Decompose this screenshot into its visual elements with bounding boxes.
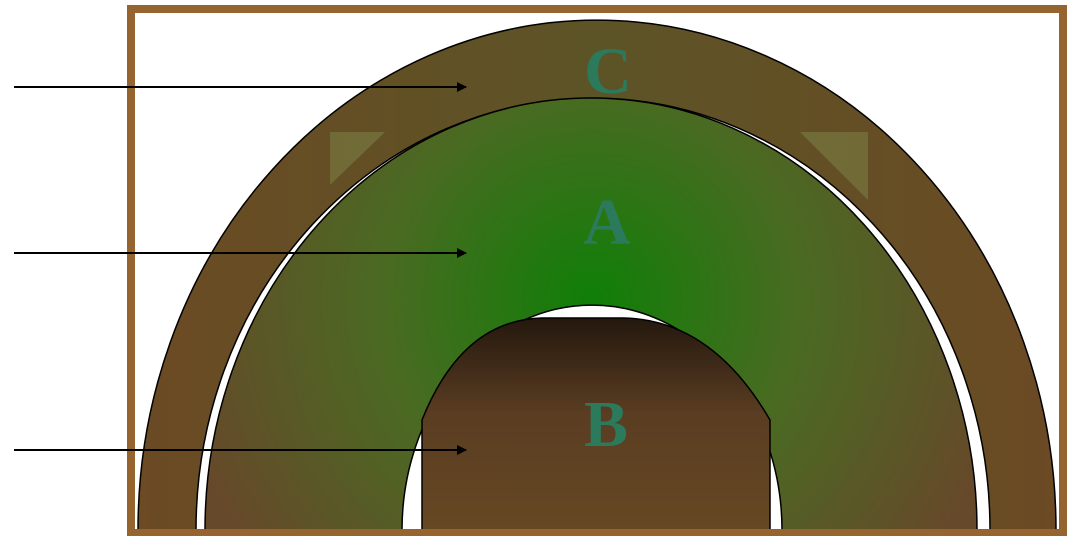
label-b: B bbox=[584, 388, 628, 461]
highlight-triangle-left bbox=[330, 132, 385, 185]
label-c: C bbox=[584, 35, 632, 108]
inner-arch-layer-b bbox=[421, 317, 771, 531]
label-a: A bbox=[583, 186, 631, 259]
diagram-frame bbox=[127, 5, 1067, 536]
outer-arch-layer-c bbox=[137, 19, 1057, 531]
highlight-triangle-right bbox=[800, 132, 868, 200]
